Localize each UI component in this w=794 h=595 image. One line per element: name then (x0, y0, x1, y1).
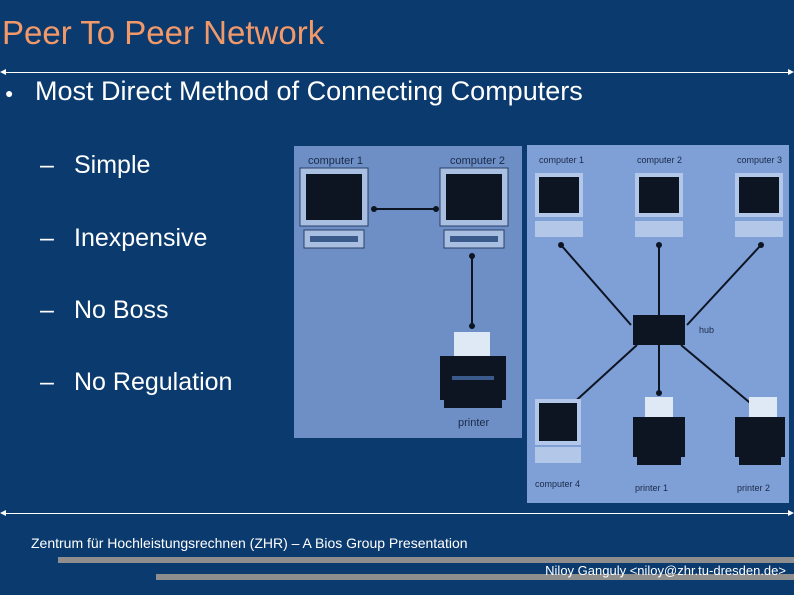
footer-institution: Zentrum für Hochleistungsrechnen (ZHR) –… (31, 535, 468, 551)
computer-3-icon (735, 173, 783, 237)
sub-item-label: No Boss (74, 296, 169, 324)
footer-author: Niloy Ganguly <niloy@zhr.tu-dresden.de> (545, 563, 786, 578)
computer-1-icon (535, 173, 583, 237)
sub-item-no-boss: –No Boss (40, 296, 168, 325)
top-divider (0, 69, 794, 75)
slide-title: Peer To Peer Network (2, 14, 325, 51)
footer-bar-upper (58, 557, 794, 563)
dash-icon: – (40, 296, 54, 324)
hub-links (560, 244, 762, 408)
computer-2-label: computer 2 (450, 155, 505, 167)
printer-2-label: printer 2 (737, 483, 770, 493)
sub-item-inexpensive: –Inexpensive (40, 224, 207, 253)
sub-item-no-regulation: –No Regulation (40, 368, 232, 397)
computer-4-label: computer 4 (535, 479, 580, 489)
sub-item-label: Simple (74, 151, 151, 179)
computer-2-label: computer 2 (637, 155, 682, 165)
figure-direct-connection: computer 1 computer 2 printer (294, 146, 522, 438)
main-bullet: ● Most Direct Method of Connecting Compu… (5, 76, 583, 107)
dash-icon: – (40, 224, 54, 252)
sub-item-simple: –Simple (40, 151, 150, 180)
computer-2-icon (635, 173, 683, 237)
bottom-divider (0, 510, 794, 516)
dash-icon: – (40, 151, 54, 179)
printer-label: printer (458, 417, 490, 429)
printer-2-icon (735, 397, 785, 465)
hub-icon (633, 315, 685, 345)
footer-bar-lower (156, 574, 794, 580)
bullet-text: Most Direct Method of Connecting Compute… (34, 76, 583, 106)
computer-4-icon (535, 399, 581, 463)
sub-item-label: Inexpensive (74, 224, 208, 252)
computer-1-icon (299, 167, 369, 249)
computer-1-label: computer 1 (308, 155, 363, 167)
computer-2-icon (439, 167, 509, 249)
computer-1-label: computer 1 (539, 155, 584, 165)
dash-icon: – (40, 368, 54, 396)
sub-item-label: No Regulation (74, 368, 233, 396)
printer-1-label: printer 1 (635, 483, 668, 493)
printer-icon (440, 332, 506, 408)
hub-label: hub (699, 325, 714, 335)
printer-1-icon (633, 397, 685, 465)
computer-3-label: computer 3 (737, 155, 782, 165)
figure-hub-network: computer 1 computer 2 computer 3 hub com… (527, 145, 789, 503)
bullet-dot-icon: ● (5, 84, 14, 101)
